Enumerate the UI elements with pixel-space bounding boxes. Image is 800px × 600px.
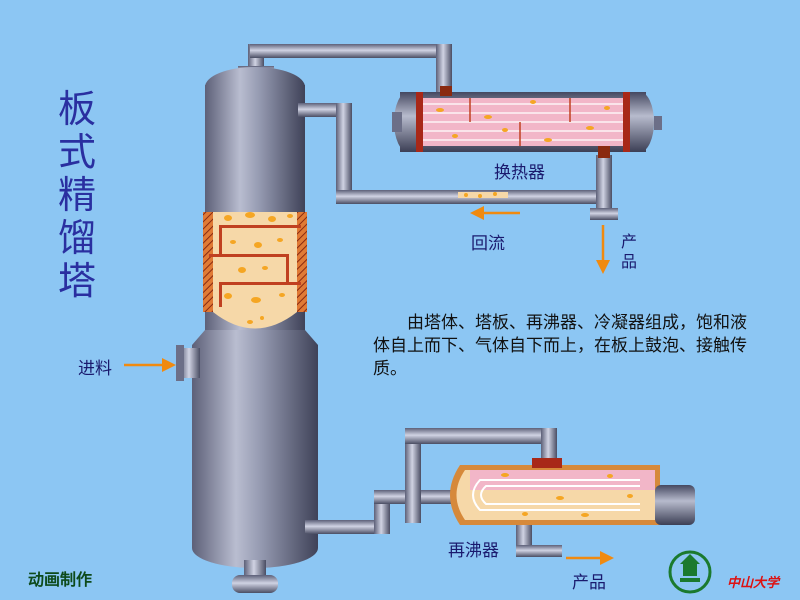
title-char: 式 [57,130,96,174]
reboiler-pipes [305,428,562,557]
top-product-arrow [596,225,610,274]
brand-text: 中山大学 [727,576,780,591]
title-char: 馏 [57,216,96,260]
feed-arrow [124,358,176,372]
bottom-product-arrow [566,551,614,565]
reflux-pipe [298,103,618,220]
feed-inlet [176,345,200,381]
title-char: 精 [57,173,96,217]
title-vertical: 板 式 精 馏 塔 [55,88,99,303]
reboiler [450,458,695,525]
feed-label: 进料 [78,359,112,379]
description-text: 由塔体、塔板、再沸器、冷凝器组成，饱和液体自上而下、气体自下而上，在板上鼓泡、接… [373,313,747,379]
reboiler-label: 再沸器 [448,541,499,561]
title-char: 板 [57,87,96,131]
top-product-char: 品 [620,252,637,271]
column-body [192,67,318,593]
top-product-char: 产 [620,232,637,251]
heat-exchanger [392,86,662,158]
top-product-label: 产 品 [620,232,638,272]
reflux-arrow [470,206,520,220]
heat-exchanger-label: 换热器 [494,163,545,183]
credit-text: 动画制作 [28,570,93,589]
tray-section [203,212,307,329]
reflux-label: 回流 [471,234,505,254]
sysu-emblem-icon [668,550,712,594]
title-char: 塔 [57,259,96,303]
bottom-product-label: 产品 [572,573,606,593]
